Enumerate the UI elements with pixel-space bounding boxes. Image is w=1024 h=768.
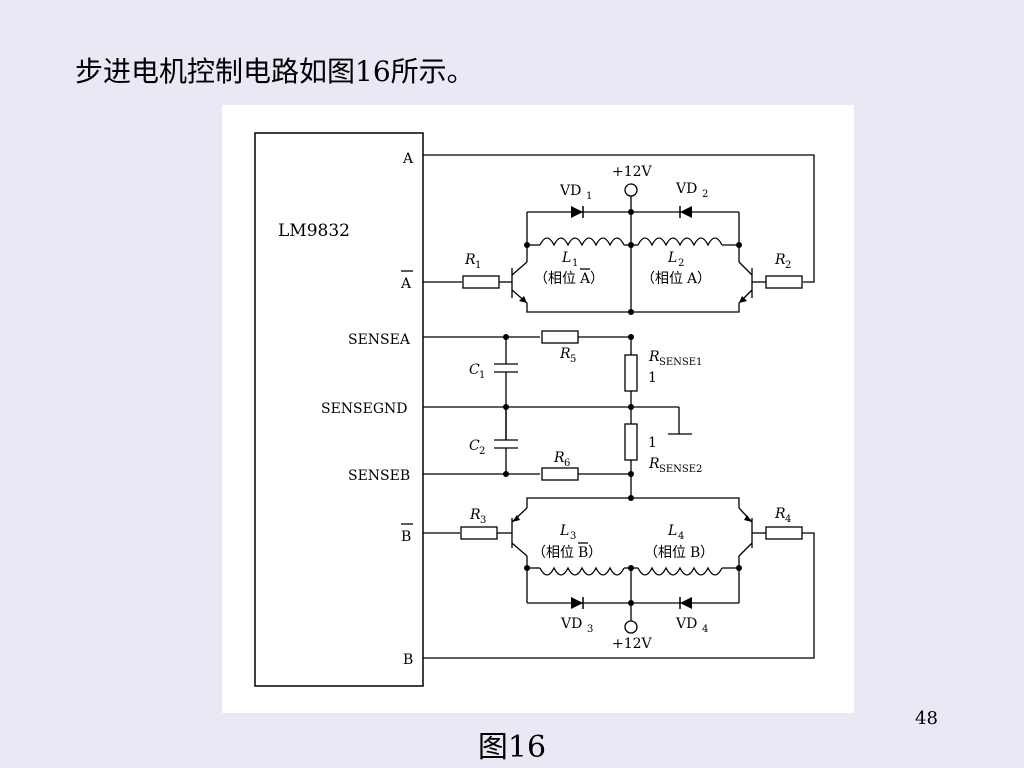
supply-bottom-terminal bbox=[624, 620, 638, 634]
rsense2-label: R bbox=[648, 456, 660, 472]
pin-senseb-label: SENSEB bbox=[348, 468, 410, 484]
l2-phase-suffix: ） bbox=[697, 271, 711, 287]
transistor-q2 bbox=[738, 261, 753, 304]
pin-a-label: A bbox=[402, 151, 414, 167]
circuit-diagram: LM9832 A A SENSEA SENSEGND SENSEB B B R … bbox=[222, 105, 854, 713]
l3-phase: B bbox=[578, 545, 588, 561]
resistor-r5 bbox=[541, 330, 579, 344]
resistor-rsense2 bbox=[624, 423, 638, 461]
coil-l1 bbox=[539, 237, 625, 247]
vd4-label: VD bbox=[675, 616, 697, 632]
r2-label: R bbox=[774, 252, 786, 268]
coil-l4 bbox=[637, 566, 723, 576]
c1-sub: 1 bbox=[479, 370, 485, 381]
l1-phase-suffix: ） bbox=[590, 271, 604, 287]
resistor-r4 bbox=[765, 526, 803, 540]
transistor-q3 bbox=[511, 507, 528, 557]
diode-vd2 bbox=[679, 205, 693, 219]
page-number: 48 bbox=[915, 708, 938, 729]
supply-top-terminal bbox=[624, 183, 638, 197]
c2-label: C bbox=[469, 438, 480, 454]
r4-sub: 4 bbox=[785, 514, 791, 525]
rsense1-value: 1 bbox=[648, 370, 657, 386]
supply-top-label: +12V bbox=[612, 164, 653, 180]
l4-label: L bbox=[667, 523, 677, 539]
supply-bottom-label: +12V bbox=[612, 636, 653, 652]
slide-heading: 步进电机控制电路如图16所示。 bbox=[75, 55, 475, 88]
l1-phase-prefix: （相位 bbox=[534, 271, 576, 287]
pin-b-bar-label: B bbox=[401, 529, 411, 545]
r6-label: R bbox=[553, 450, 565, 466]
diode-vd1 bbox=[570, 205, 584, 219]
capacitor-c2 bbox=[494, 439, 518, 449]
r3-label: R bbox=[469, 507, 481, 523]
pin-sensea-label: SENSEA bbox=[348, 332, 411, 348]
coil-l3 bbox=[539, 566, 625, 576]
l1-phase: A bbox=[579, 271, 591, 287]
figure-caption: 图16 bbox=[477, 730, 547, 765]
resistor-r1 bbox=[462, 275, 500, 289]
r4-label: R bbox=[774, 506, 786, 522]
vd2-label: VD bbox=[675, 181, 697, 197]
l1-label: L bbox=[561, 250, 571, 266]
c1-label: C bbox=[469, 362, 480, 378]
vd1-label: VD bbox=[559, 183, 581, 199]
rsense2-sub: SENSE2 bbox=[659, 464, 702, 475]
vd3-sub: 3 bbox=[587, 624, 593, 635]
r6-sub: 6 bbox=[564, 458, 570, 469]
r3-sub: 3 bbox=[480, 515, 486, 526]
pin-sensegnd-label: SENSEGND bbox=[321, 401, 408, 417]
transistor-q4 bbox=[738, 507, 753, 557]
resistor-rsense1 bbox=[624, 354, 638, 392]
rsense1-label: R bbox=[648, 349, 660, 365]
pin-b-label: B bbox=[403, 652, 413, 668]
r2-sub: 2 bbox=[785, 260, 791, 271]
l4-phase-suffix: ） bbox=[700, 545, 714, 561]
wire-b bbox=[423, 532, 815, 659]
pin-a-bar-label: A bbox=[400, 276, 412, 292]
l4-sub: 4 bbox=[678, 531, 684, 542]
l3-label: L bbox=[559, 523, 569, 539]
l4-phase-prefix: （相位 bbox=[644, 545, 686, 561]
c2-sub: 2 bbox=[479, 446, 485, 457]
diode-vd3 bbox=[570, 596, 584, 610]
vd2-sub: 2 bbox=[702, 189, 708, 200]
r5-label: R bbox=[559, 346, 571, 362]
resistor-r3 bbox=[460, 526, 498, 540]
transistor-q1 bbox=[511, 261, 528, 304]
rsense2-value: 1 bbox=[648, 435, 657, 451]
lm9832-chip bbox=[254, 132, 424, 687]
rsense1-sub: SENSE1 bbox=[659, 357, 702, 368]
l1-sub: 1 bbox=[572, 258, 578, 269]
r1-label: R bbox=[464, 252, 476, 268]
coil-l2 bbox=[637, 237, 723, 247]
capacitor-c1 bbox=[494, 363, 518, 373]
l2-label: L bbox=[667, 250, 677, 266]
l2-phase: A bbox=[686, 271, 698, 287]
l3-sub: 3 bbox=[570, 531, 576, 542]
resistor-r6 bbox=[541, 467, 579, 481]
l3-phase-prefix: （相位 bbox=[532, 545, 574, 561]
vd4-sub: 4 bbox=[702, 624, 708, 635]
vd3-label: VD bbox=[560, 616, 582, 632]
l4-phase: B bbox=[690, 545, 700, 561]
l2-sub: 2 bbox=[678, 258, 684, 269]
chip-label: LM9832 bbox=[278, 221, 350, 241]
l3-phase-suffix: ） bbox=[588, 545, 602, 561]
diode-vd4 bbox=[679, 596, 693, 610]
vd1-sub: 1 bbox=[586, 191, 592, 202]
l2-phase-prefix: （相位 bbox=[641, 271, 683, 287]
wire-a bbox=[423, 154, 815, 283]
r5-sub: 5 bbox=[570, 354, 576, 365]
r1-sub: 1 bbox=[475, 260, 481, 271]
resistor-r2 bbox=[765, 275, 803, 289]
